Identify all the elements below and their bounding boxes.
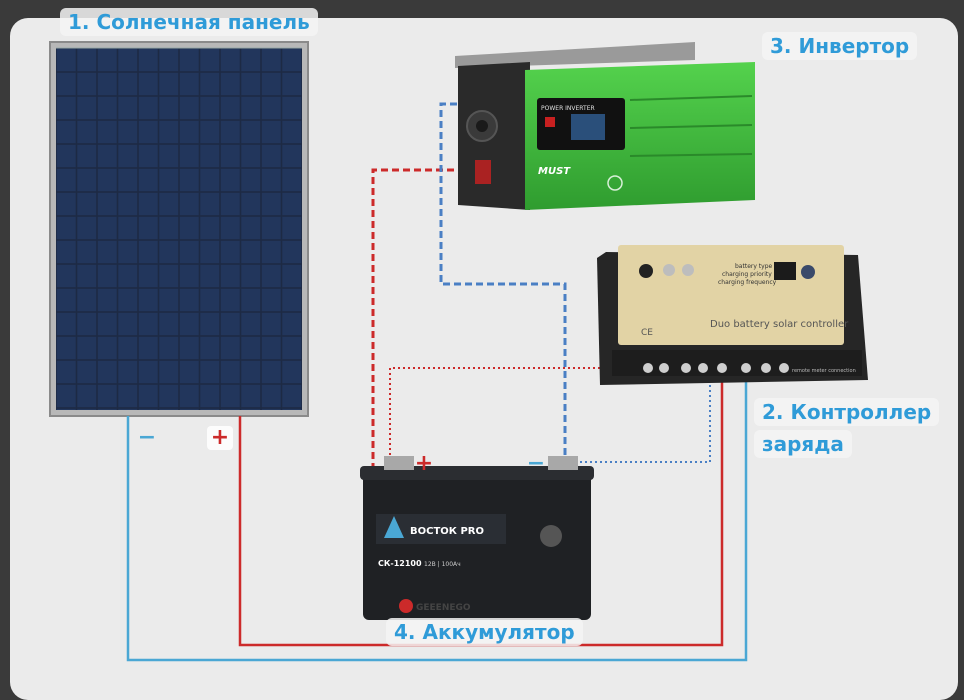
battery-model: СК-12100 — [378, 559, 422, 568]
battery-minus-sign: − — [526, 451, 546, 476]
label-battery: 4. Аккумулятор — [386, 618, 583, 646]
controller-line2: charging priority — [722, 271, 772, 278]
wire-battery-controller-positive — [389, 367, 660, 470]
battery-maker: GEEENEGO — [416, 603, 471, 613]
controller-caption: Duo battery solar controller — [710, 319, 849, 330]
label-controller-line1: 2. Контроллер — [754, 398, 940, 426]
label-controller-line2: заряда — [754, 430, 852, 458]
label-solar-panel: 1. Солнечная панель — [60, 8, 318, 36]
solar-panel — [49, 41, 309, 417]
controller-remote: remote meter connection — [792, 368, 856, 374]
controller-line1: battery type — [735, 263, 773, 270]
battery-plus-sign: + — [414, 451, 434, 476]
charge-controller: battery type charging priority charging … — [597, 245, 868, 385]
controller-ce-mark: CE — [641, 328, 653, 338]
panel-plus-sign: + — [207, 426, 233, 450]
battery-spec: 12В | 100Ач — [424, 561, 461, 568]
wire-battery-inverter-positive — [371, 168, 478, 470]
controller-line3: charging frequency — [718, 279, 777, 286]
wire-battery-inverter-negative — [439, 102, 567, 466]
inverter: POWER INVERTER MUST — [455, 42, 755, 210]
inverter-brand: MUST — [538, 166, 571, 177]
panel-minus-sign: − — [137, 425, 157, 450]
wire-battery-controller-negative — [575, 372, 711, 463]
wire-panel-negative — [126, 370, 748, 662]
battery-brand: ВОСТОК PRO — [410, 526, 484, 537]
inverter-display-title: POWER INVERTER — [541, 105, 595, 112]
battery: ВОСТОК PRO СК-12100 12В | 100Ач GEEENEGO — [360, 456, 594, 620]
label-inverter: 3. Инвертор — [762, 32, 918, 60]
